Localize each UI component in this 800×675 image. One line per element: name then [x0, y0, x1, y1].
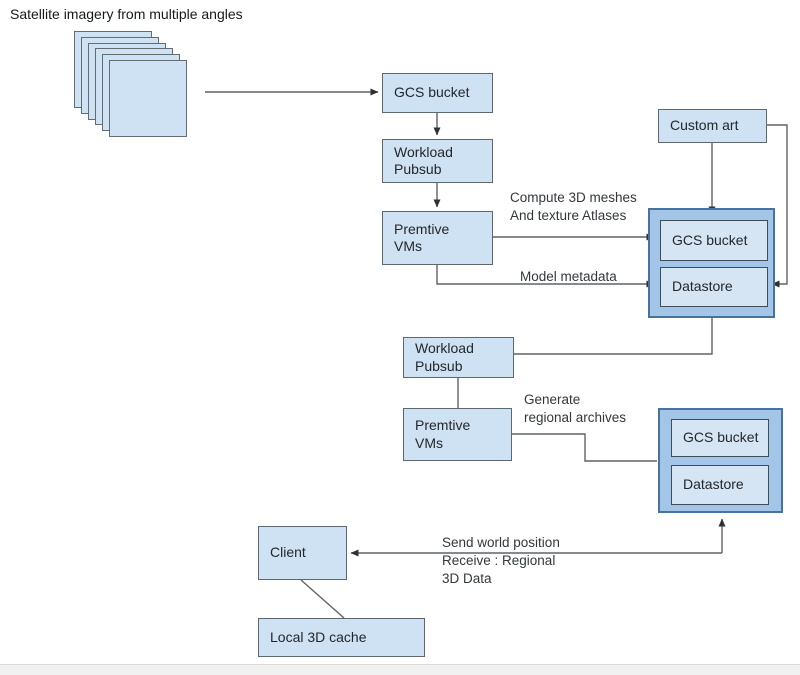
node-gcs-bucket-archives: GCS bucket — [671, 419, 769, 457]
node-client: Client — [258, 526, 347, 580]
diagram-title: Satellite imagery from multiple angles — [10, 6, 243, 22]
node-label: Workload Pubsub — [394, 143, 453, 177]
node-workload-pubsub-1: Workload Pubsub — [382, 139, 493, 183]
node-label: GCS bucket — [672, 231, 748, 248]
node-label: Workload Pubsub — [415, 340, 474, 374]
node-label: Custom art — [670, 117, 739, 134]
node-label: Client — [270, 544, 306, 561]
node-label: Datastore — [672, 278, 733, 295]
storage-group-2: GCS bucket Datastore — [658, 408, 783, 513]
edge-label-generate-archives: Generate regional archives — [524, 392, 627, 425]
stack-square — [109, 60, 187, 137]
node-datastore-regional: Datastore — [671, 465, 769, 505]
bottom-bar — [0, 664, 800, 675]
edge-label-client-exchange: Send world position Receive : Regional 3… — [442, 535, 560, 586]
edge-label-model-metadata: Model metadata — [520, 269, 617, 284]
node-custom-art: Custom art — [658, 109, 767, 143]
node-workload-pubsub-2: Workload Pubsub — [403, 337, 514, 378]
node-label: GCS bucket — [683, 429, 759, 446]
node-label: Local 3D cache — [270, 628, 367, 645]
node-premtive-vms-1: Premtive VMs — [382, 211, 493, 265]
node-gcs-bucket-meshes: GCS bucket — [660, 220, 768, 261]
node-label: Datastore — [683, 476, 744, 493]
node-local-3d-cache: Local 3D cache — [258, 618, 425, 657]
node-label: Premtive VMs — [394, 220, 450, 254]
edge-label-compute-meshes: Compute 3D meshes And texture Atlases — [510, 190, 637, 223]
node-datastore-metadata: Datastore — [660, 267, 768, 307]
node-label: Premtive VMs — [415, 417, 471, 451]
node-label: GCS bucket — [394, 84, 470, 101]
storage-group-1: GCS bucket Datastore — [648, 208, 775, 318]
node-premtive-vms-2: Premtive VMs — [403, 408, 512, 461]
node-gcs-bucket-ingest: GCS bucket — [382, 73, 493, 113]
